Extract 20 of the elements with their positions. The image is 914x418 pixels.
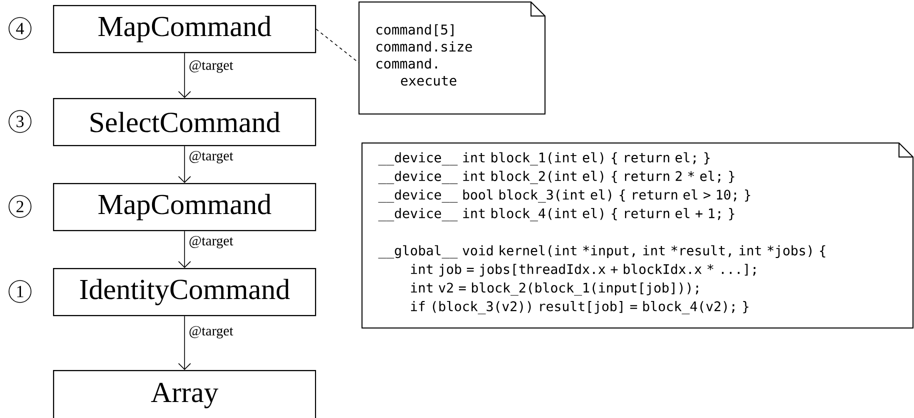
edge-label: @target — [190, 326, 234, 338]
circled-number: 3 — [8, 110, 32, 133]
process-box: MapCommand — [53, 5, 316, 54]
circled-number: 1 — [8, 280, 32, 303]
arrow — [178, 316, 191, 370]
circled-number: 2 — [8, 195, 32, 218]
edge-label: @target — [190, 236, 234, 248]
edge-label: @target — [190, 60, 234, 73]
arrow — [178, 146, 191, 183]
process-box: IdentityCommand — [53, 268, 316, 316]
note-box: __device__ int block_1(int el) { return el; } __device__ int block_2(int el) { return 2 * el; } __device__ bool block_3(int el) { return el > 10; } __device__ int block_4(int el) { return el + 1; } __global__ void kernel(int *input, int *result, int *jobs) { int job = jobs[threadIdx.x + blockIdx.x * ...]; int v2 = block_2(block_1(input[job])); if (block_3(v2)) result[job] = block_4(v2); } — [362, 142, 914, 328]
connector-line — [316, 28, 360, 64]
process-box: Array — [53, 370, 316, 418]
arrow — [178, 52, 191, 98]
process-box: MapCommand — [53, 183, 316, 232]
process-box: SelectCommand — [53, 98, 316, 146]
note-box: command[5] command.size command. execute — [358, 2, 546, 114]
circled-number: 4 — [8, 17, 32, 40]
arrow — [178, 230, 191, 268]
edge-label: @target — [190, 151, 234, 164]
